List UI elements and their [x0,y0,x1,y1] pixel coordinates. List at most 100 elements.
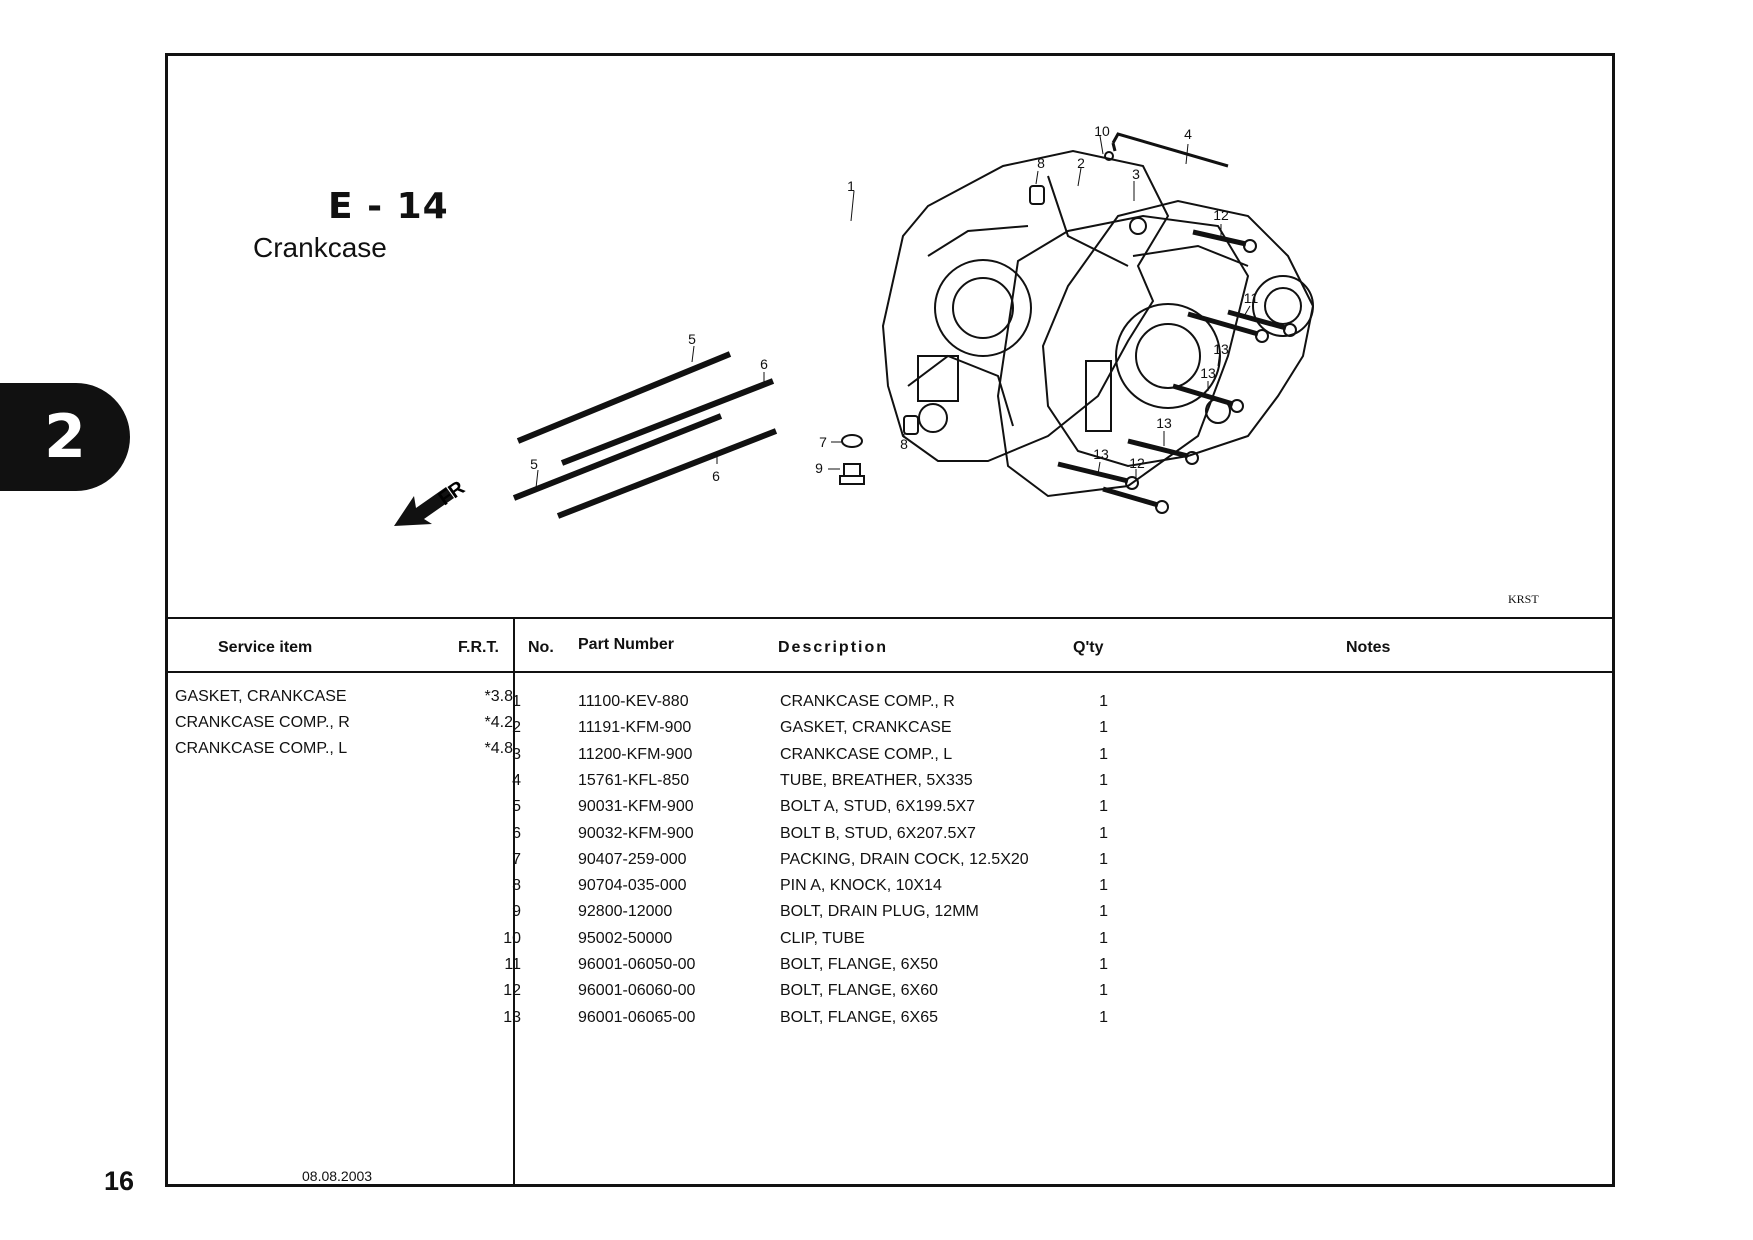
part-qty: 1 [1099,1008,1108,1026]
page-number: 16 [104,1166,135,1196]
part-number: 11200-KFM-900 [578,745,693,763]
part-qty: 1 [1099,956,1108,973]
callout-8-upper: 8 [1037,155,1045,171]
part-qty: 1 [1099,798,1108,816]
part-description: PACKING, DRAIN COCK, 12.5X20 [780,850,1029,868]
part-no: 8 [512,877,521,895]
crankcase-left-body [1041,199,1315,468]
table-top-rule [168,617,1612,619]
callout-11: 11 [1244,290,1259,306]
part-no: 7 [512,850,521,868]
part-qty: 1 [1099,824,1108,842]
part-number: 96001-06065-00 [578,1008,696,1026]
part-no: 9 [512,903,521,921]
part-number: 15761-KFL-850 [578,771,690,789]
service-item-frt: *4.8 [484,740,513,757]
revision-date: 08.08.2003 [302,1168,373,1184]
part-description: BOLT, FLANGE, 6X65 [780,1008,938,1026]
part-qty: 1 [1099,903,1108,921]
callout-5-lower: 5 [530,456,538,472]
crankcase-right-body [881,149,1170,462]
parts-page-frame: E - 14 Crankcase [165,53,1615,1187]
header-frt: F.R.T. [458,639,499,656]
callout-12-lower: 12 [1129,455,1145,471]
callout-13-d: 13 [1093,446,1109,462]
stud-bolt-5-upper [516,351,732,444]
part-qty: 1 [1099,719,1108,737]
callout-1: 1 [847,178,855,194]
part-no: 3 [512,745,521,763]
part-qty: 1 [1099,982,1108,1000]
part-no: 11 [504,956,521,973]
callout-3: 3 [1132,166,1140,182]
crankcase-exploded-diagram: FR 1 2 3 4 5 5 6 6 7 8 8 9 10 11 12 12 1… [394,123,1315,526]
part-number: 90032-KFM-900 [578,824,694,842]
callout-12-upper: 12 [1213,207,1229,223]
part-description: CRANKCASE COMP., R [780,693,955,710]
part-qty: 1 [1099,745,1108,763]
header-notes: Notes [1346,639,1391,656]
callout-10: 10 [1094,123,1110,139]
header-qty: Q'ty [1073,639,1104,656]
callout-2: 2 [1077,155,1085,171]
part-description: BOLT, FLANGE, 6X50 [780,956,938,973]
part-no: 12 [503,982,521,1000]
part-qty: 1 [1099,771,1108,789]
header-no: No. [528,639,554,656]
illustration-title: Crankcase [253,232,387,263]
service-item-name: CRANKCASE COMP., L [175,740,348,757]
callout-5-upper: 5 [688,331,696,347]
header-description: Description [778,639,889,656]
part-no: 2 [512,719,521,737]
stud-bolt-6-lower [556,428,778,519]
callout-13-a: 13 [1213,341,1229,357]
callout-7: 7 [819,434,827,450]
part-description: BOLT, DRAIN PLUG, 12MM [780,903,979,921]
part-number: 96001-06060-00 [578,982,696,1000]
part-description: GASKET, CRANKCASE [780,719,952,737]
part-description: BOLT A, STUD, 6X199.5X7 [780,798,976,816]
part-number: 90407-259-000 [578,850,687,868]
part-description: CRANKCASE COMP., L [780,745,953,763]
part-no: 1 [512,693,521,710]
service-item-name: CRANKCASE COMP., R [175,714,350,731]
service-item-name: GASKET, CRANKCASE [175,688,347,705]
table-header-rule [168,671,1612,673]
illustration-code: E - 14 [328,186,449,227]
service-item-frt: *4.2 [484,714,513,731]
callout-9: 9 [815,460,823,476]
part-number: 90031-KFM-900 [578,798,694,816]
gasket-outline [996,214,1250,498]
part-number: 92800-12000 [578,903,673,921]
header-part-number: Part Number [578,636,675,653]
callout-8-lower: 8 [900,436,908,452]
callout-6-upper: 6 [760,356,768,372]
part-number: 90704-035-000 [578,877,687,895]
part-number: 95002-50000 [578,929,673,947]
part-description: PIN A, KNOCK, 10X14 [780,877,942,895]
part-description: BOLT B, STUD, 6X207.5X7 [780,824,976,842]
service-item-frt: *3.8 [484,688,513,705]
part-qty: 1 [1099,929,1108,947]
part-no: 6 [512,824,521,842]
part-qty: 1 [1099,850,1108,868]
diagram-code: KRST [1508,592,1539,606]
callout-13-b: 13 [1200,365,1216,381]
callout-13-c: 13 [1156,415,1172,431]
callout-6-lower: 6 [712,468,720,484]
part-qty: 1 [1099,693,1108,710]
part-description: TUBE, BREATHER, 5X335 [780,771,973,789]
section-tab: 2 [0,383,130,491]
part-number: 11100-KEV-880 [578,693,689,710]
table-column-divider [513,617,515,1184]
callout-4: 4 [1184,126,1192,142]
stud-bolt-5-lower [512,413,723,501]
part-description: CLIP, TUBE [780,929,865,947]
part-no: 13 [503,1008,521,1026]
part-number: 11191-KFM-900 [578,719,692,737]
part-qty: 1 [1099,877,1108,895]
part-description: BOLT, FLANGE, 6X60 [780,982,938,1000]
fr-arrow-icon [394,487,454,526]
header-service-item: Service item [218,639,313,656]
part-no: 4 [512,771,521,789]
